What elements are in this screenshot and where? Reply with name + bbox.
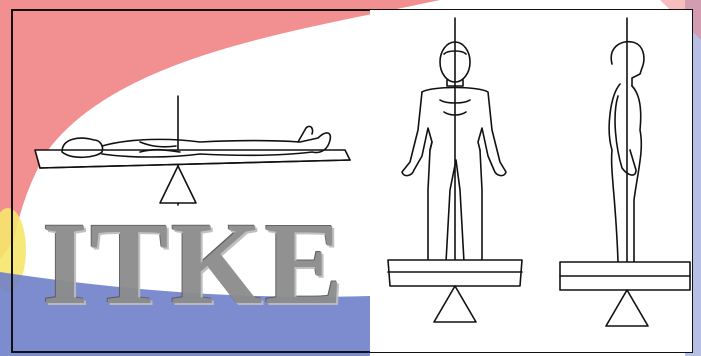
standing-body-front-view-on-balance-board-icon [388, 18, 522, 322]
supine-body-on-balance-board-icon [35, 96, 350, 205]
standing-body-side-view-on-balance-board-icon [560, 18, 690, 326]
